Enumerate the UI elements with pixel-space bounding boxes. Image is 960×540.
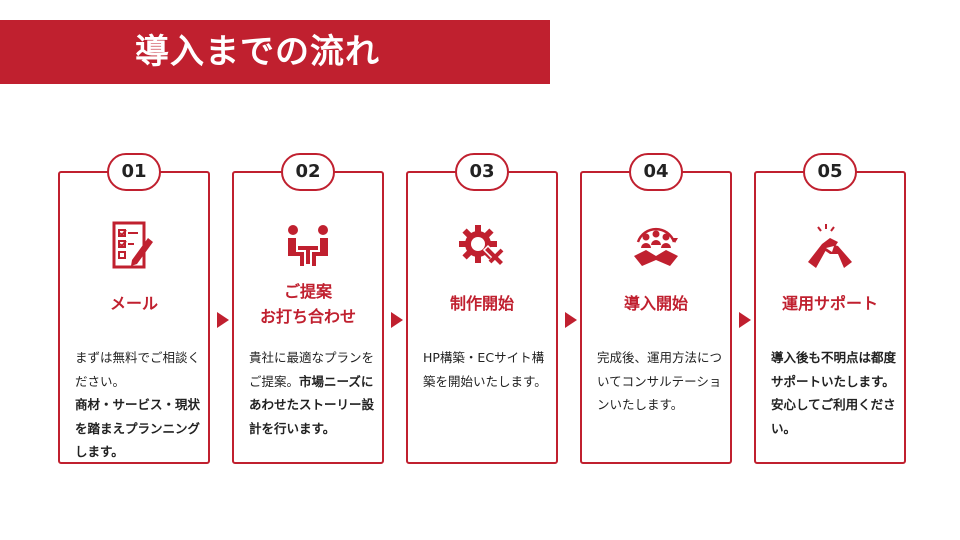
step-description: 完成後、運用方法についてコンサルテーションいたします。	[597, 346, 722, 417]
step-description-text: 貴社に最適なプランをご提案。	[249, 350, 375, 389]
checklist-pencil-icon	[112, 221, 153, 269]
step-number-badge: 04	[629, 153, 683, 191]
step-number-badge: 01	[107, 153, 161, 191]
step-description-text: まずは無料でご相談ください。	[75, 350, 201, 389]
step-label-line: 導入開始	[623, 294, 688, 313]
handclasp-icon	[808, 224, 852, 268]
step-label-line: お打ち合わせ	[259, 307, 356, 326]
step-label: 運用サポート	[756, 291, 904, 316]
step-description: 貴社に最適なプランをご提案。市場ニーズにあわせたストーリー設計を行います。	[249, 346, 374, 440]
step-number-badge: 03	[455, 153, 509, 191]
page-title: 導入までの流れ	[135, 32, 380, 72]
step-label: メール	[60, 291, 208, 316]
step-description-text: 完成後、運用方法についてコンサルテーションいたします。	[597, 350, 723, 412]
flow-arrow	[565, 312, 577, 328]
step-label-line: ご提案	[283, 282, 332, 301]
step-card-2: 02 ご提案 お打ち合わせ 貴社に最適なプランをご提案。市場ニーズにあわせたスト…	[232, 153, 384, 464]
step-description: HP構築・ECサイト構築を開始いたします。	[423, 346, 548, 393]
step-label-line: メール	[109, 294, 158, 313]
step-label-line: 運用サポート	[781, 294, 878, 313]
meeting-icon	[288, 225, 328, 266]
flow-arrow	[739, 312, 751, 328]
step-description-emphasis: 商材・サービス・現状を踏まえプランニングします。	[75, 397, 201, 459]
team-handshake-icon	[634, 227, 678, 266]
step-card-1: 01 メール まずは無料でご相談ください。 商材・サービス・現状を踏まえプランニ…	[58, 153, 210, 464]
step-description: 導入後も不明点は都度サポートいたします。安心してご利用ください。	[771, 346, 896, 440]
step-label: 制作開始	[408, 291, 556, 316]
gear-tools-icon	[459, 225, 506, 268]
step-label-line: 制作開始	[449, 294, 514, 313]
step-description-emphasis: 導入後も不明点は都度サポートいたします。安心してご利用ください。	[771, 350, 897, 436]
step-label: 導入開始	[582, 291, 730, 316]
step-number-badge: 05	[803, 153, 857, 191]
step-label: ご提案 お打ち合わせ	[234, 279, 382, 329]
step-number-badge: 02	[281, 153, 335, 191]
step-description: まずは無料でご相談ください。 商材・サービス・現状を踏まえプランニングします。	[75, 346, 200, 464]
flow-arrow	[391, 312, 403, 328]
title-banner: 導入までの流れ	[0, 20, 550, 84]
flow-arrow	[217, 312, 229, 328]
step-card-4: 04 導入開始 完成後、運用方法についてコンサルテーションいたします。	[580, 153, 732, 464]
step-card-5: 05 運用サポート 導入後も不明点は都度サポートいたします。安心してご利用くださ…	[754, 153, 906, 464]
step-card-3: 03 制作開始 HP構築・ECサイト構築を開始いたします。	[406, 153, 558, 464]
step-description-text: HP構築・ECサイト構築を開始いたします。	[423, 350, 547, 389]
step-description-emphasis: 市場ニーズにあわせたストーリー設計を行います。	[249, 373, 375, 436]
